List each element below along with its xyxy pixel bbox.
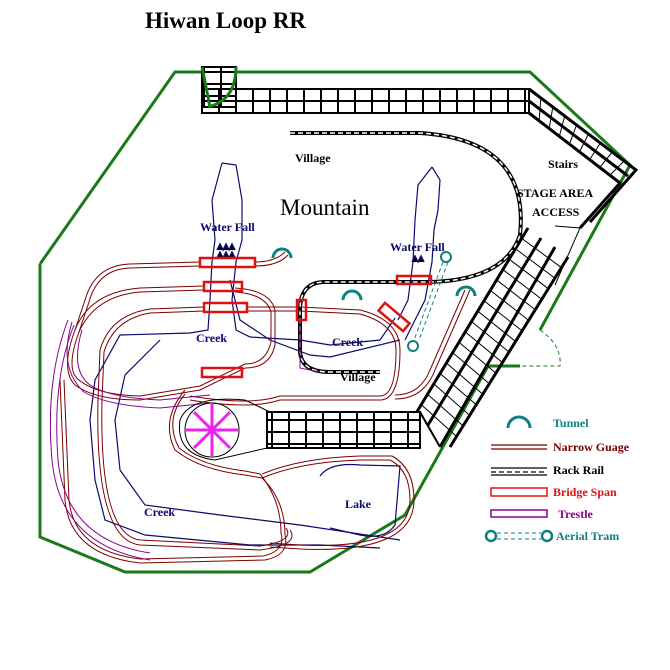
legend: Tunnel Narrow Guage Rack Rail Bridge Spa… [484,415,630,543]
label-access: ACCESS [532,205,580,219]
room-boundary [38,70,632,331]
label-creek-mid: Creek [332,335,363,349]
label-mountain: Mountain [280,195,370,220]
label-waterfall-left: Water Fall [200,220,255,234]
trestle-rect [490,509,548,518]
label-stairs: Stairs [548,157,578,171]
legend-narrow-gauge: Narrow Guage [553,440,630,454]
label-stage-area: STAGE AREA [517,186,593,200]
legend-rack-rail: Rack Rail [553,463,605,477]
stairs-lower-diagonal [413,227,570,448]
trestles [49,319,321,561]
bridge-spans [198,256,433,379]
bridge-span-rect [490,487,548,497]
label-village-top: Village [295,151,331,165]
upper-stair-block [200,66,530,114]
label-waterfall-right: Water Fall [390,240,445,254]
legend-bridge-span: Bridge Span [553,485,617,499]
rack-rail [290,131,523,374]
stairs-diagonal [528,87,639,229]
aerial-tram [407,251,452,352]
legend-trestle: Trestle [558,507,594,521]
label-lake: Lake [345,497,372,511]
aerial-tram-line [484,529,554,543]
waterfall-marks [216,242,425,264]
waterways [89,162,441,549]
label-creek-bottom: Creek [144,505,175,519]
lower-platform [266,411,421,449]
label-village-mid: Village [340,370,376,384]
layout-title: Hiwan Loop RR [145,8,307,33]
door-swing [520,329,561,367]
tunnel-portals [271,247,477,301]
narrow-gauge-line [491,444,547,450]
turntable [178,398,271,461]
rack-rail-line [491,467,547,476]
tunnel-icon [506,415,532,429]
legend-aerial-tram: Aerial Tram [556,529,619,543]
legend-tunnel: Tunnel [553,416,589,430]
narrow-gauge-tracks [59,251,471,564]
label-creek-left: Creek [196,331,227,345]
